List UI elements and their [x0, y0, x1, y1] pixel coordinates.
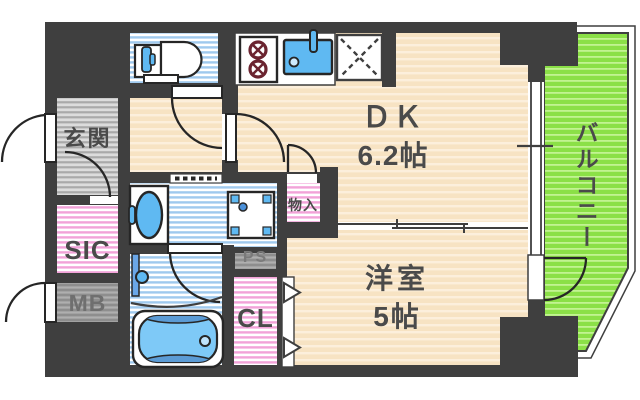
toilet-door-arc [170, 97, 223, 150]
sic-floor [57, 205, 118, 273]
front-door-leaf [44, 113, 57, 163]
cl-floor [234, 277, 277, 367]
mb-door-leaf [44, 282, 57, 323]
balcony-door [527, 254, 588, 302]
storage-door-opening [287, 174, 317, 183]
shower-fixture [131, 253, 149, 297]
balcony-window [517, 82, 553, 257]
front-door-arc [0, 113, 46, 163]
kitchen-counter [234, 29, 336, 86]
sic-door-opening [90, 196, 118, 204]
storage-door-arc [286, 143, 318, 174]
mb-floor [57, 283, 118, 322]
washbasin [128, 184, 170, 246]
hall-floor [128, 98, 222, 172]
toilet-fixture [133, 40, 203, 84]
dk-door-arc [235, 112, 286, 163]
stove [238, 35, 279, 84]
kitchen-sink [282, 29, 334, 76]
bathtub [131, 309, 225, 369]
washroom-door-track [169, 173, 223, 184]
fixtures [128, 29, 384, 369]
mb-door-arc [4, 281, 46, 323]
western-room-floor [287, 230, 528, 365]
bath-floor-curve [130, 295, 223, 308]
doors-and-windows [0, 82, 588, 368]
balcony-floor [543, 32, 629, 352]
entrance-floor [57, 98, 118, 195]
ps-floor [233, 251, 278, 271]
bath-door-leaf [167, 243, 223, 254]
sic-door-arc [64, 150, 112, 198]
balcony-outer-line [577, 25, 636, 359]
toilet-door-leaf [171, 85, 223, 99]
closet-folding-doors [281, 276, 302, 368]
sliding-door [338, 219, 528, 233]
refrigerator-space [335, 33, 384, 82]
storage-floor [287, 183, 320, 222]
dk-door-leaf [225, 113, 237, 163]
washing-machine-pan [226, 190, 276, 240]
